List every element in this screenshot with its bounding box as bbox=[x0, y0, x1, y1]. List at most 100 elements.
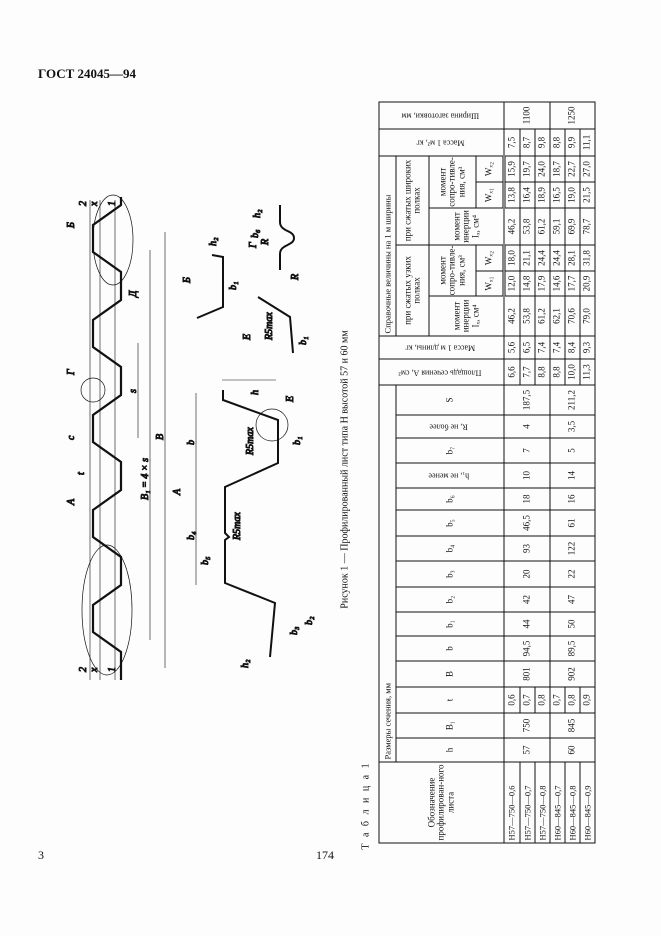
cell-ix-w: 59,1 bbox=[550, 207, 565, 245]
header-area: Площадь сечения A, см² bbox=[379, 358, 504, 385]
cell-w2-n: 18,0 bbox=[504, 244, 520, 271]
cell-w1-n: 20,9 bbox=[580, 270, 595, 296]
cell-b: 89,5 bbox=[550, 636, 595, 661]
detail-g-profile bbox=[279, 205, 296, 270]
cell-w2-w: 22,7 bbox=[565, 155, 580, 182]
cell-mass: 6,5 bbox=[520, 335, 535, 359]
header-dim-3: B bbox=[396, 661, 504, 687]
header-wide: при сжатых широких полках bbox=[396, 155, 429, 245]
label-h: h bbox=[250, 390, 261, 395]
header-mass-m: Масса 1 м длины, кг bbox=[379, 335, 504, 359]
cell-b1: 44 bbox=[504, 612, 550, 636]
header-dim-2: t bbox=[396, 687, 504, 713]
cell-mass2: 7,5 bbox=[504, 128, 520, 156]
cell-t: 0,8 bbox=[565, 687, 580, 713]
cell-b5: 61 bbox=[550, 510, 595, 536]
header-dim-5: b₁ bbox=[396, 612, 504, 636]
header-dim-label: b₆ bbox=[444, 495, 455, 503]
cell-ix-n: 46,2 bbox=[504, 295, 520, 336]
header-dim-label: h bbox=[444, 747, 455, 753]
cell-b3: 22 bbox=[550, 561, 595, 587]
header-mass-m-text: Масса 1 м длины, кг bbox=[405, 343, 476, 353]
label-b1-total: B₁ = 4 × s bbox=[140, 458, 151, 500]
cell-w1-n: 12,0 bbox=[504, 270, 520, 296]
label-axis2-top: 2 bbox=[78, 201, 89, 206]
cell-w1-n: 14,6 bbox=[550, 270, 565, 296]
cell-b1: 750 bbox=[504, 713, 550, 738]
cell-blank-width: 1250 bbox=[550, 101, 595, 129]
label-b-a: b bbox=[186, 440, 197, 445]
detail-e-profile bbox=[257, 296, 294, 354]
detail-a-outline bbox=[81, 544, 133, 676]
detail-g-outline bbox=[80, 377, 106, 403]
header-resistance-wide: момент сопро-тивле-ния, см³ bbox=[429, 155, 476, 208]
label-axisx-top: x bbox=[89, 201, 100, 207]
detail-a-profile bbox=[222, 390, 279, 658]
cell-h1: 10 bbox=[504, 463, 550, 488]
table-title: Т а б л и ц а 1 bbox=[360, 761, 372, 850]
header-dim-11: h₁, не менее bbox=[396, 463, 504, 488]
cell-b6: 16 bbox=[550, 488, 595, 510]
header-dim-0: h bbox=[396, 738, 504, 762]
cell-ix-w: 46,2 bbox=[504, 207, 520, 245]
cell-s: 211,2 bbox=[550, 384, 595, 415]
cell-w1-w: 21,5 bbox=[580, 181, 595, 208]
cell-b1: 50 bbox=[550, 612, 595, 636]
cell-ix-w: 53,8 bbox=[520, 207, 535, 245]
header-dim-label: b₄ bbox=[444, 544, 455, 553]
header-blank-width: Ширина заготовки, мм bbox=[379, 101, 504, 129]
header-wx2-narrow: Wₓ₂ bbox=[476, 244, 504, 271]
cell-w1-n: 17,9 bbox=[535, 270, 550, 296]
header-dim-9: b₅ bbox=[396, 510, 504, 536]
header-dim-label: b₁ bbox=[444, 620, 455, 628]
cell-t: 0,7 bbox=[550, 687, 565, 713]
cell-w2-n: 21,1 bbox=[520, 244, 535, 271]
header-resistance-narrow: момент сопро-тивле-ния, см³ bbox=[429, 244, 476, 296]
cell-t: 0,8 bbox=[535, 687, 550, 713]
cell-w2-n: 24,4 bbox=[550, 244, 565, 271]
label-b5: b₅ bbox=[200, 556, 211, 565]
cell-designation: Н60—845—0,9 bbox=[580, 762, 595, 843]
cell-area: 10,0 bbox=[565, 358, 580, 385]
cell-b4: 122 bbox=[550, 536, 595, 561]
cell-b2: 42 bbox=[504, 587, 550, 612]
cell-s: 187,5 bbox=[504, 384, 550, 415]
cell-w2-n: 28,1 bbox=[565, 244, 580, 271]
cell-designation: Н57—750—0,7 bbox=[520, 762, 535, 843]
label-b6: b₆ bbox=[250, 229, 261, 238]
cell-designation: Н60—845—0,7 bbox=[550, 762, 565, 843]
label-b1-e: b₁ bbox=[298, 337, 309, 345]
cell-b7: 7 bbox=[504, 438, 550, 463]
label-axis1-top: 1 bbox=[107, 201, 118, 206]
cell-area: 8,8 bbox=[550, 358, 565, 385]
cell-ix-n: 62,1 bbox=[550, 295, 565, 336]
header-dim-1: B₁ bbox=[396, 713, 504, 738]
header-dim-label: b₃ bbox=[444, 570, 455, 578]
header-dim-6: b₂ bbox=[396, 587, 504, 612]
label-t: t bbox=[76, 472, 87, 475]
standard-title: ГОСТ 24045—94 bbox=[38, 66, 137, 81]
header-dim-label: b₇ bbox=[444, 446, 455, 455]
sheet-profile bbox=[91, 197, 123, 680]
cell-b5: 46,5 bbox=[504, 510, 550, 536]
label-r5max-1: R5max bbox=[232, 512, 243, 541]
cell-t: 0,7 bbox=[520, 687, 535, 713]
label-r5max-e: R5max bbox=[264, 312, 275, 341]
cell-w2-w: 19,7 bbox=[520, 155, 535, 182]
label-b-detail-title: Б bbox=[182, 277, 193, 284]
cell-w2-w: 15,9 bbox=[504, 155, 520, 182]
cell-area: 6,6 bbox=[504, 358, 520, 385]
cell-t: 0,9 bbox=[580, 687, 595, 713]
header-wx1-wide: Wₓ₁ bbox=[476, 181, 504, 208]
cell-r: 3,5 bbox=[550, 415, 595, 438]
cell-w1-w: 16,4 bbox=[520, 181, 535, 208]
cell-designation: Н57—750—0,6 bbox=[504, 762, 520, 843]
label-r-2: R bbox=[290, 274, 301, 281]
header-dim-label: B bbox=[444, 671, 455, 678]
cell-mass2: 9,8 bbox=[535, 128, 550, 156]
cell-w1-w: 19,0 bbox=[565, 181, 580, 208]
detail-b-outline bbox=[92, 194, 134, 286]
